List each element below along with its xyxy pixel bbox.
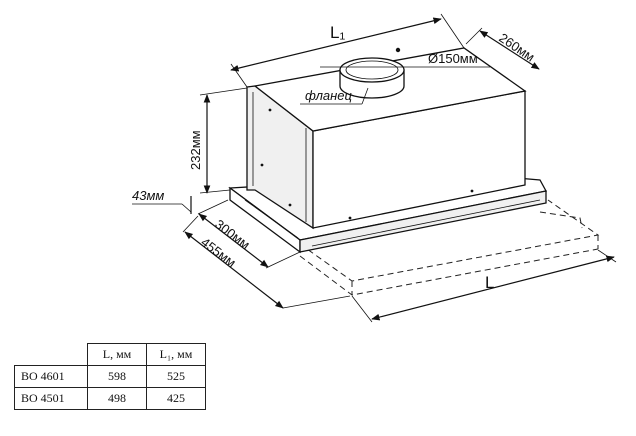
dimension-43: 43мм [132,188,192,214]
table-row: BO 4501 498 425 [14,387,206,410]
table-cell-l: 598 [87,365,147,388]
table-cell-l1: 425 [146,387,206,410]
table-cell-model: BO 4501 [14,387,88,410]
table-cell-model: BO 4601 [14,365,88,388]
label-flange-diameter: Ø150мм [428,51,478,66]
model-dimensions-table: L, мм L₁, мм BO 4601 598 525 BO 4501 498… [14,343,206,410]
dimension-l1: L₁ [230,13,465,88]
label-l: L [485,273,494,292]
table-header-l: L, мм [87,343,147,366]
dimension-l: L [351,249,617,323]
label-l1: L₁ [330,23,345,42]
dimension-232: 232мм [188,87,248,194]
table-header-blank [14,343,88,366]
table-cell-l: 498 [87,387,147,410]
label-flange: фланец [305,88,352,103]
table-header-l1: L₁, мм [146,343,206,366]
dimension-flange-diameter: Ø150мм [320,51,490,68]
table-row: BO 4601 598 525 [14,365,206,388]
label-232: 232мм [188,130,203,170]
table-header-row: L, мм L₁, мм [14,343,206,366]
flange-leader: фланец [300,87,369,105]
table-cell-l1: 525 [146,365,206,388]
label-43: 43мм [132,188,164,203]
label-260: 260мм [496,30,537,65]
